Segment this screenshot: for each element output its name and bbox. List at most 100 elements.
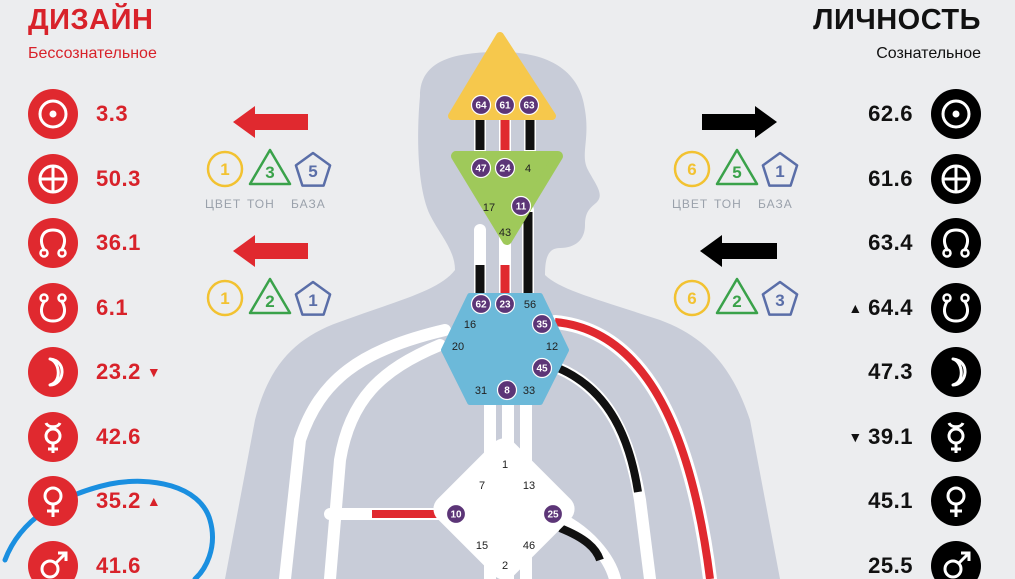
personality-title: ЛИЧНОСТЬ <box>813 4 981 36</box>
gate-62[interactable]: 62 <box>470 293 492 315</box>
base-badge <box>294 151 332 187</box>
design-top-arrow <box>233 106 308 138</box>
gate-2: 2 <box>502 560 508 572</box>
svg-text:11: 11 <box>516 202 527 213</box>
gate-45[interactable]: 45 <box>531 357 553 379</box>
planet-value: 3.3 <box>96 101 129 126</box>
color-value: 1 <box>220 160 229 179</box>
planet-value: 63.4 <box>868 230 913 255</box>
venus-icon <box>28 476 78 526</box>
gate-63[interactable]: 63 <box>518 94 540 116</box>
design-planet-row[interactable]: 36.1 <box>28 218 141 268</box>
base-value: 3 <box>775 291 784 310</box>
tone-value: 2 <box>732 292 741 311</box>
personality-subtitle: Сознательное <box>876 45 981 62</box>
north-node-icon <box>28 218 78 268</box>
exaltation-marker: ▼ <box>146 364 161 380</box>
gate-7: 7 <box>479 480 485 492</box>
color-badge <box>206 150 244 188</box>
base-badge <box>294 280 332 316</box>
tone-badge <box>715 148 759 186</box>
south-node-icon <box>28 282 78 333</box>
planet-value: 25.5 <box>868 552 913 578</box>
base-value: 1 <box>775 162 784 181</box>
gate-8[interactable]: 8 <box>496 379 518 401</box>
personality-planet-row[interactable]: 25.5 <box>868 540 981 579</box>
planet-value: 45.1 <box>868 488 913 513</box>
design-planet-row[interactable]: 3.3 <box>28 89 128 139</box>
color-badge <box>206 279 244 317</box>
svg-text:45: 45 <box>536 364 548 375</box>
gate-13: 13 <box>523 480 535 492</box>
gate-43: 43 <box>499 227 511 239</box>
personality-bottom-arrow <box>700 235 777 267</box>
tone-value: 3 <box>265 163 274 182</box>
gate-25[interactable]: 25 <box>542 503 564 525</box>
design-planet-row[interactable]: 23.2 ▼ <box>28 347 167 397</box>
gate-46: 46 <box>523 540 535 552</box>
base-badge <box>761 151 799 187</box>
personality-planet-row[interactable]: ▼39.1 <box>842 411 981 462</box>
moon-icon <box>28 347 78 397</box>
planet-value: 35.2 <box>96 488 141 513</box>
gate-24[interactable]: 24 <box>494 157 516 179</box>
planet-value: 39.1 <box>868 423 913 449</box>
gate-1: 1 <box>502 459 508 471</box>
personality-planet-row[interactable]: 62.6 <box>868 89 981 139</box>
gate-11[interactable]: 11 <box>510 195 532 217</box>
gate-31: 31 <box>475 385 487 397</box>
svg-text:8: 8 <box>504 386 510 397</box>
variable-label-color: ЦВЕТ <box>205 197 242 211</box>
personality-planet-row[interactable]: 47.3 <box>868 347 981 397</box>
gate-33: 33 <box>523 385 535 397</box>
exaltation-marker: ▲ <box>848 299 863 316</box>
g-center[interactable] <box>428 433 581 579</box>
design-planet-row[interactable]: 42.6 <box>28 411 141 462</box>
design-planet-row[interactable]: 35.2▲ <box>28 476 167 526</box>
gate-61[interactable]: 61 <box>494 94 516 116</box>
gate-35[interactable]: 35 <box>531 313 553 335</box>
gate-64[interactable]: 64 <box>470 94 492 116</box>
design-planet-row[interactable]: 6.1 <box>28 282 129 333</box>
planet-value: 62.6 <box>868 101 913 126</box>
gate-16: 16 <box>464 319 476 331</box>
tone-value: 5 <box>732 163 741 182</box>
gate-20: 20 <box>452 341 464 353</box>
planet-value: 23.2 <box>96 359 141 384</box>
south-node-icon <box>931 282 981 333</box>
variable-label-tone: ТОН <box>714 197 742 211</box>
gate-23[interactable]: 23 <box>494 293 516 315</box>
base-badge <box>761 280 799 316</box>
design-planet-row[interactable]: 50.3 <box>28 153 141 204</box>
planet-value: 41.6 <box>96 552 141 578</box>
design-planet-row[interactable]: 41.6 <box>28 540 141 579</box>
variable-label-base: БАЗА <box>758 197 793 211</box>
sun-icon <box>931 89 981 139</box>
variable-label-base: БАЗА <box>291 197 326 211</box>
gate-47[interactable]: 47 <box>470 157 492 179</box>
color-badge <box>673 150 711 188</box>
personality-top-arrow <box>702 106 777 138</box>
gate-10[interactable]: 10 <box>445 503 467 525</box>
personality-planet-row[interactable]: ▲64.4 <box>842 282 981 333</box>
earth-icon <box>931 153 981 204</box>
svg-text:64: 64 <box>475 101 487 112</box>
personality-planet-row[interactable]: 63.4 <box>868 218 981 268</box>
mars-icon <box>28 540 78 579</box>
design-subtitle: Бессознательное <box>28 45 157 62</box>
personality-planet-row[interactable]: 45.1 <box>868 476 981 526</box>
color-value: 1 <box>220 289 229 308</box>
sun-icon <box>28 89 78 139</box>
mercury-icon <box>28 411 78 462</box>
planet-value: 36.1 <box>96 230 141 255</box>
planet-value: 6.1 <box>96 294 129 320</box>
tone-badge <box>715 277 759 315</box>
svg-text:25: 25 <box>547 510 559 521</box>
personality-planet-row[interactable]: 61.6 <box>868 153 981 204</box>
